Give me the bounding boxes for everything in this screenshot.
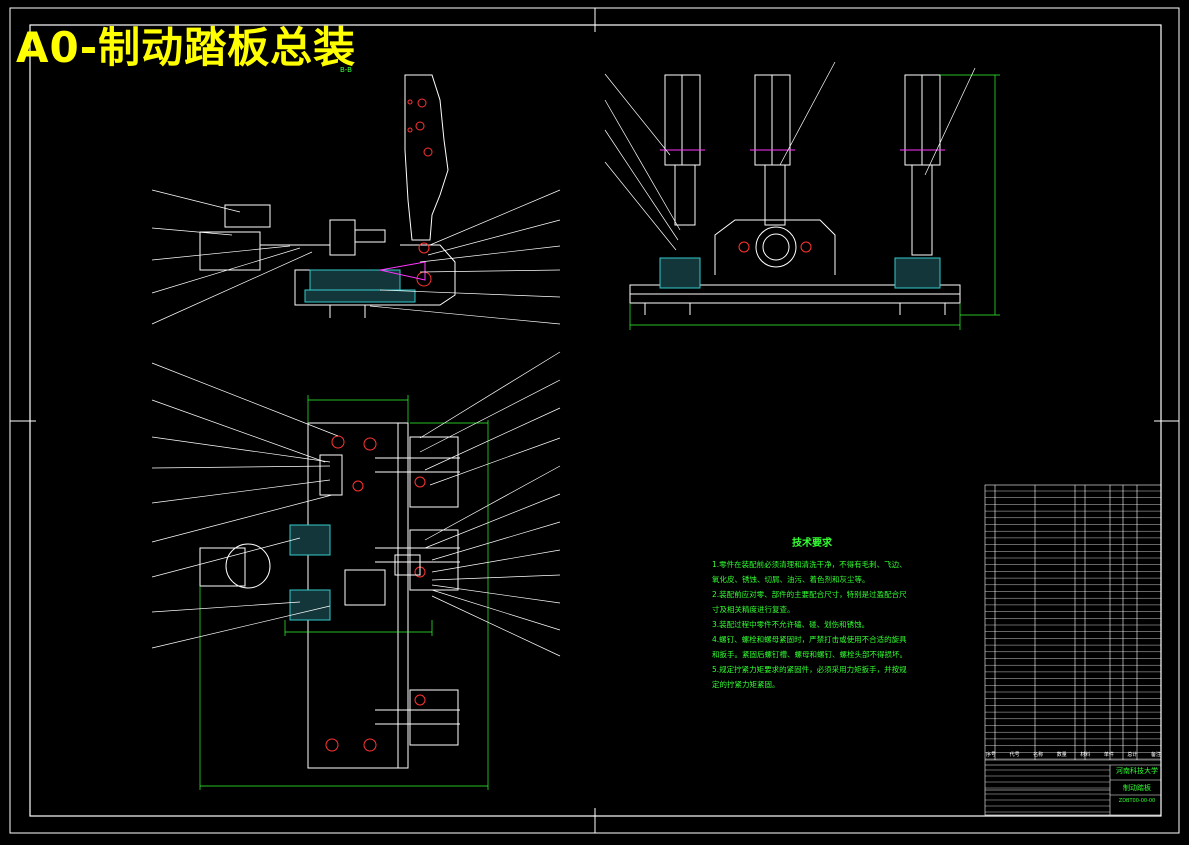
tech-heading: 技术要求 bbox=[792, 538, 832, 549]
tech-item: 1.零件在装配前必须清理和清洗干净，不得有毛刺、飞边、氧化皮、锈蚀、切屑、油污、… bbox=[712, 560, 907, 584]
bom-header-cell: 代号 bbox=[1009, 752, 1020, 758]
title-block-name: 制动踏板 bbox=[1123, 784, 1151, 792]
section-label: B-B bbox=[340, 66, 352, 74]
front-view-leaders-right bbox=[369, 189, 561, 325]
title-block-number: ZDBT00-00-00 bbox=[1118, 798, 1156, 804]
side-view-dimensions bbox=[629, 74, 1000, 330]
side-view-leaders bbox=[604, 61, 976, 251]
tech-item: 4.螺钉、螺栓和螺母紧固时，严禁打击或使用不合适的旋具和扳手。紧固后螺钉槽、螺母… bbox=[712, 635, 907, 659]
tech-item: 5.规定拧紧力矩要求的紧固件，必须采用力矩扳手，并按规定的拧紧力矩紧固。 bbox=[712, 665, 907, 689]
bom-header-cell: 单件 bbox=[1103, 752, 1114, 758]
front-view bbox=[199, 74, 456, 318]
sheet-border bbox=[9, 7, 1180, 834]
tech-item: 2.装配前应对零、部件的主要配合尺寸，特别是过盈配合尺寸及相关精度进行复查。 bbox=[712, 590, 907, 614]
side-view bbox=[629, 74, 961, 315]
bom-header-cell: 名称 bbox=[1033, 752, 1044, 758]
tech-item: 3.装配过程中零件不允许磕、碰、划伤和锈蚀。 bbox=[712, 620, 870, 629]
drawing-title: A0-制动踏板总装 bbox=[16, 23, 357, 72]
top-view-dimensions bbox=[199, 395, 489, 790]
bom-header-cell: 备注 bbox=[1150, 752, 1161, 758]
front-view-leaders-left bbox=[151, 189, 313, 325]
top-view bbox=[199, 422, 460, 769]
top-view-leaders-left bbox=[151, 362, 339, 649]
top-view-leaders-right bbox=[419, 351, 561, 657]
bom-header-cell: 序号 bbox=[986, 752, 997, 758]
title-block-school: 河南科技大学 bbox=[1116, 767, 1158, 775]
bom-header-cell: 数量 bbox=[1056, 752, 1067, 758]
bom-header-cell: 总计 bbox=[1127, 752, 1138, 758]
technical-requirements: 技术要求 1.零件在装配前必须清理和清洗干净，不得有毛刺、飞边、氧化皮、锈蚀、切… bbox=[712, 536, 912, 692]
bom-table bbox=[984, 484, 1162, 816]
bom-header-cell: 材料 bbox=[1080, 752, 1091, 758]
bom-header: 序号 代号 名称 数量 材料 单件 总计 备注 bbox=[986, 751, 1161, 758]
centering-marks bbox=[10, 8, 1179, 833]
bom-rows bbox=[985, 490, 1161, 813]
